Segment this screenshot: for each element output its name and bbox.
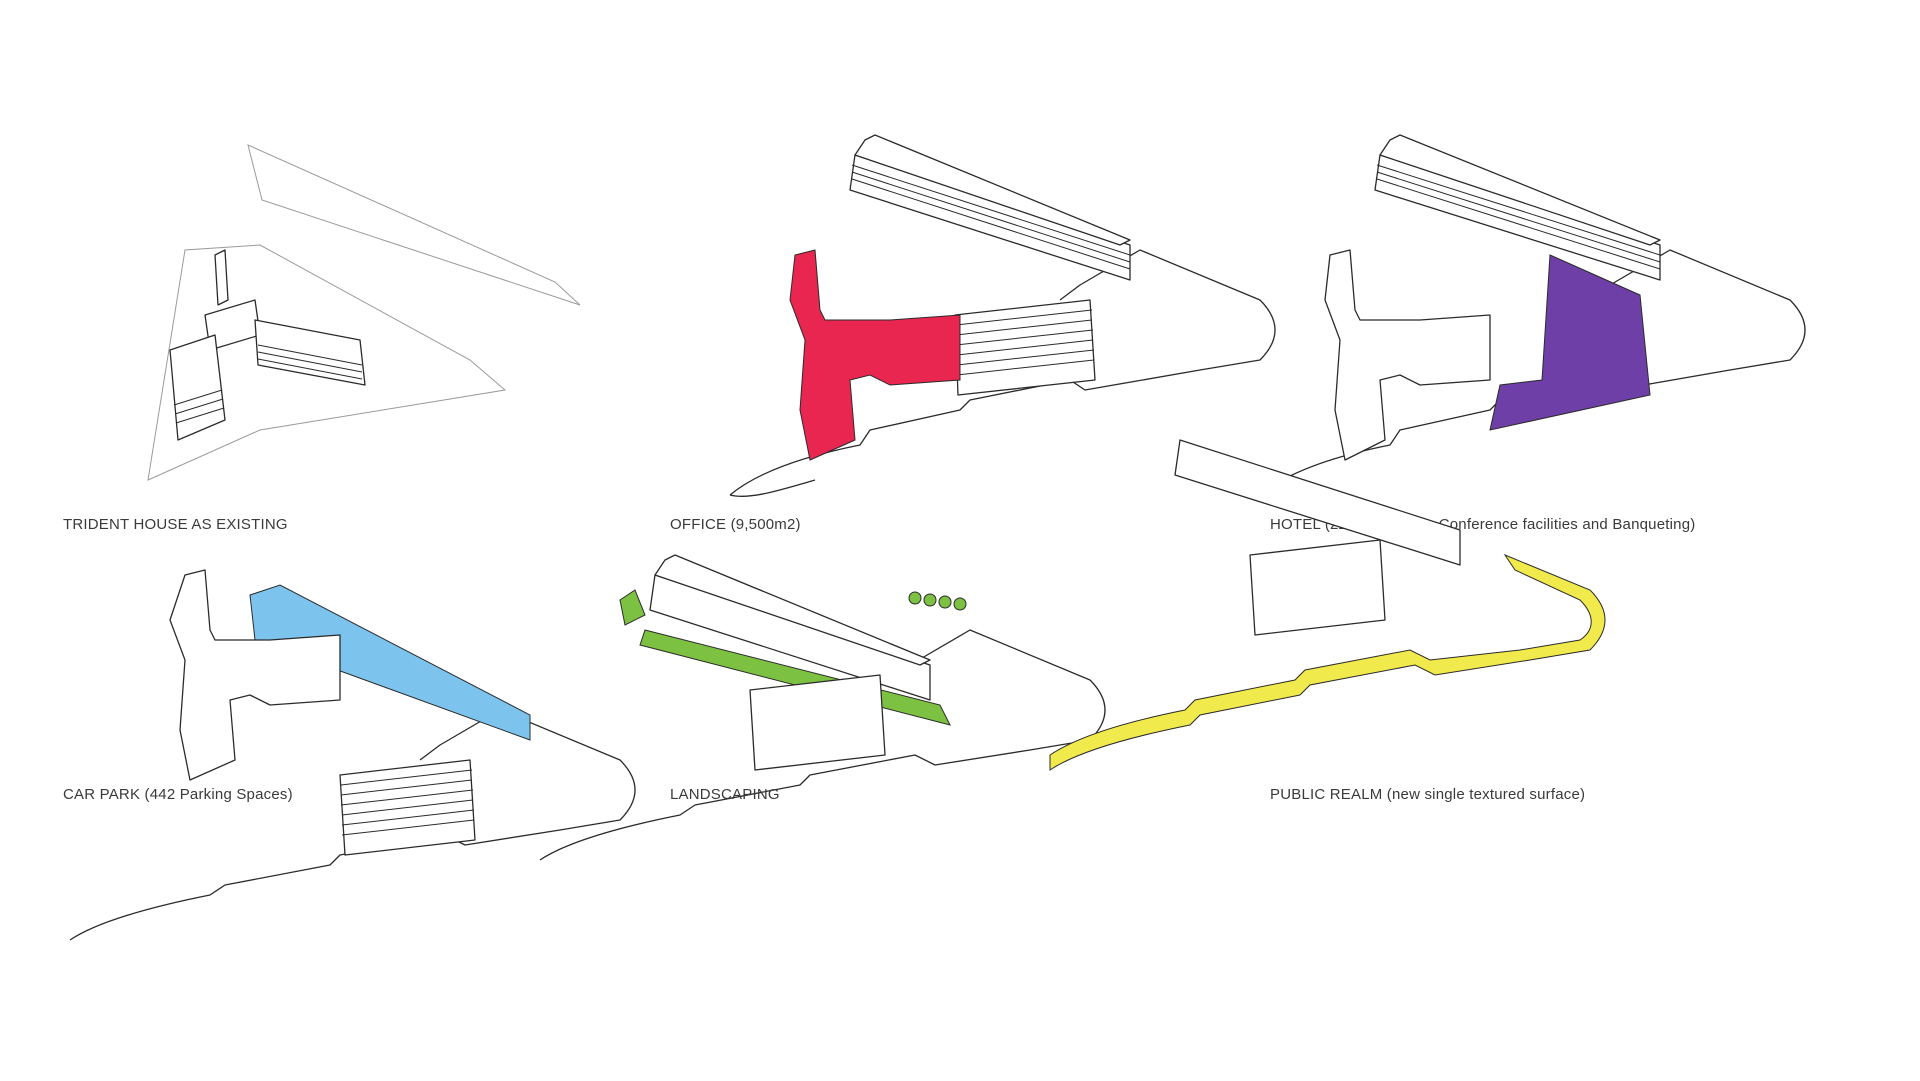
panel-existing: TRIDENT HOUSE AS EXISTING <box>0 0 640 540</box>
caption-office: OFFICE (9,500m2) <box>670 516 801 533</box>
site-outline <box>69 709 636 941</box>
diagram-public-realm <box>1049 439 1606 771</box>
caption-car-park: CAR PARK (442 Parking Spaces) <box>63 786 293 803</box>
panel-hotel: HOTEL (220 Bedrooms, Conference faciliti… <box>1259 0 1920 540</box>
car-park-block <box>249 584 531 741</box>
car-park-block <box>649 554 931 701</box>
hotel-block <box>1489 254 1651 431</box>
office-block-outline <box>169 569 341 781</box>
diagram-hotel <box>1259 134 1806 496</box>
caption-public-realm: PUBLIC REALM (new single textured surfac… <box>1270 786 1586 803</box>
diagram-existing <box>147 144 581 481</box>
hotel-block <box>954 299 1096 396</box>
panel-office: OFFICE (9,500m2) <box>640 0 1280 540</box>
hotel-block <box>339 759 476 856</box>
caption-existing: TRIDENT HOUSE AS EXISTING <box>63 516 288 533</box>
site-outline <box>539 629 1106 861</box>
car-park-block <box>1174 439 1461 566</box>
site-outline <box>729 249 1276 497</box>
public-realm-surface <box>1049 553 1606 771</box>
hotel-block <box>749 674 886 771</box>
diagram-car-park <box>69 569 636 941</box>
office-block <box>789 249 961 461</box>
car-park-block <box>849 134 1131 281</box>
office-block-outline <box>1324 249 1491 461</box>
diagram-office <box>729 134 1276 497</box>
existing-building <box>169 249 366 441</box>
car-park-block <box>1374 134 1661 281</box>
tree-group <box>908 591 967 611</box>
panel-car-park: CAR PARK (442 Parking Spaces) <box>0 540 640 1081</box>
panel-landscaping: LANDSCAPING <box>539 540 1280 1081</box>
panel-public-realm: PUBLIC REALM (new single textured surfac… <box>1049 439 1920 1081</box>
hotel-block <box>1249 539 1386 636</box>
diagram-landscaping <box>539 554 1106 861</box>
caption-landscaping: LANDSCAPING <box>670 786 780 803</box>
